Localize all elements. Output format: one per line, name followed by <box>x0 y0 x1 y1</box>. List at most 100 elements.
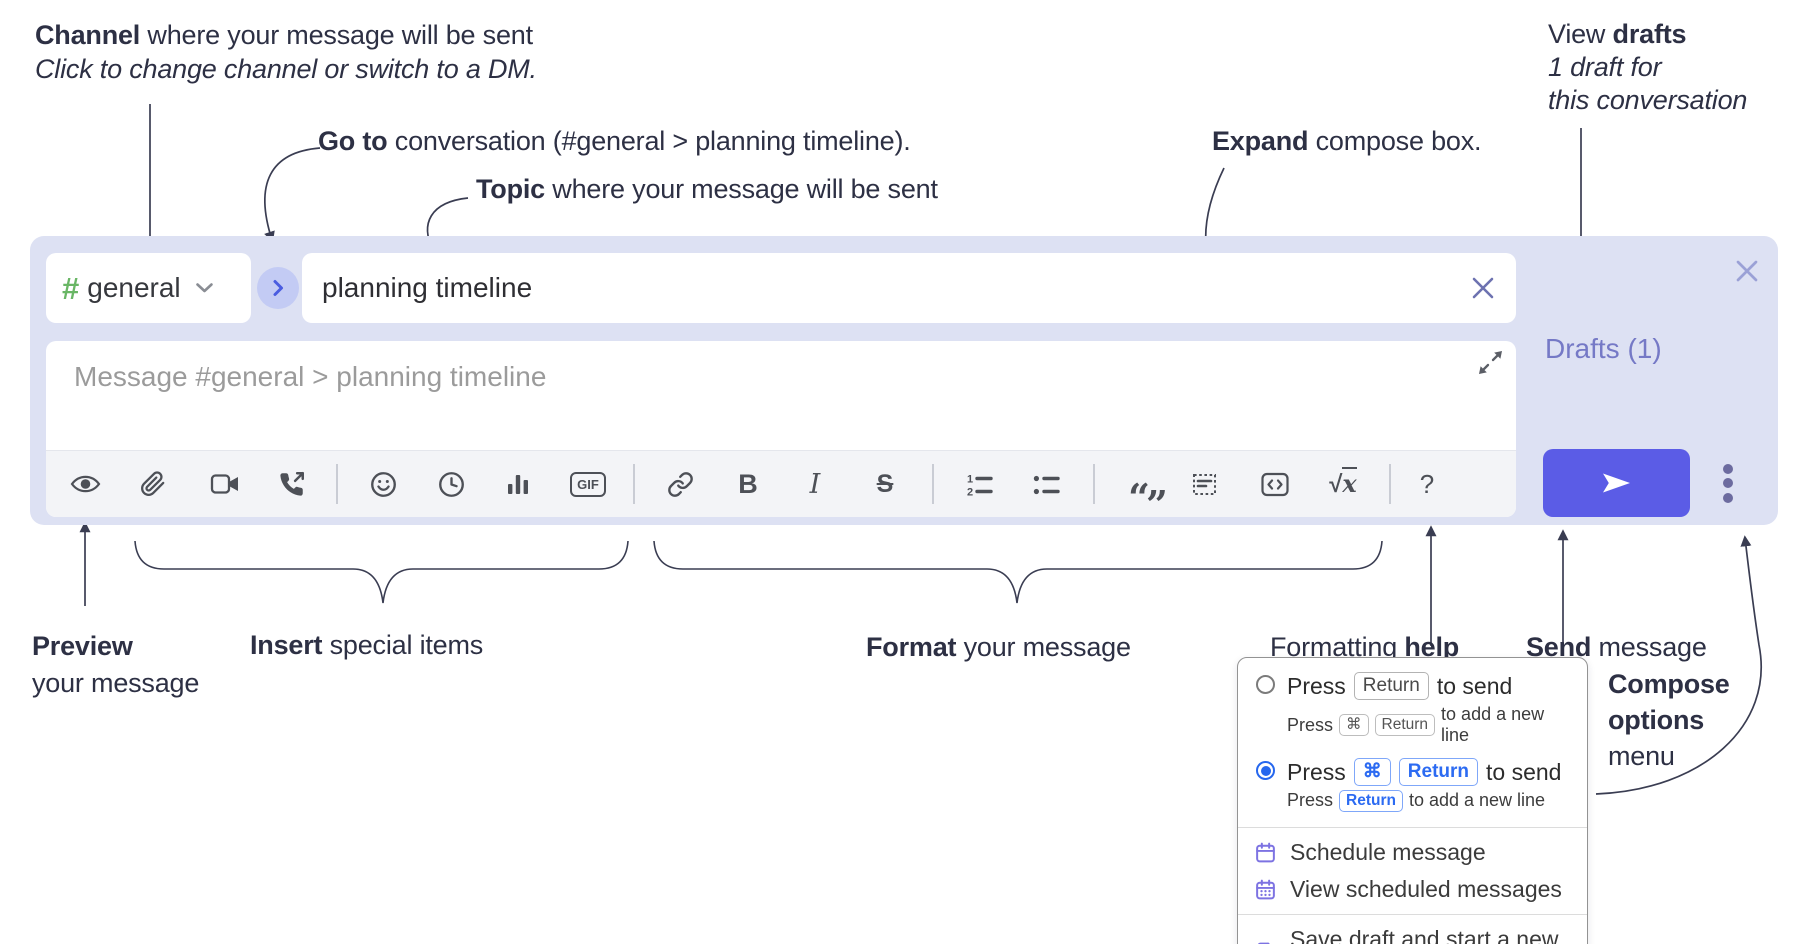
option-subtext: Press <box>1287 790 1334 811</box>
toolbar-divider <box>1093 464 1095 504</box>
eye-icon <box>70 475 100 493</box>
goto-conversation-button[interactable] <box>257 267 299 309</box>
gif-icon: GIF <box>570 471 606 497</box>
menu-divider <box>1238 826 1587 828</box>
menu-divider <box>1238 913 1587 915</box>
dot <box>1723 478 1733 488</box>
math-button[interactable]: √x <box>1323 451 1363 517</box>
expand-compose-button[interactable] <box>1477 349 1504 376</box>
option-subtext: Press <box>1287 714 1334 735</box>
bulleted-list-icon <box>1033 475 1060 494</box>
return-key: Return <box>1339 790 1403 812</box>
quote-icon: “” <box>1128 475 1168 527</box>
menu-item-label: Save draft and start a new message <box>1290 925 1559 944</box>
menu-option-enter-sends[interactable]: Press Return to send Press ⌘ Return to a… <box>1254 669 1571 755</box>
cmd-key: ⌘ <box>1339 714 1369 736</box>
svg-text:2: 2 <box>967 486 973 497</box>
emoji-button[interactable] <box>363 451 403 517</box>
calendar-icon <box>1256 842 1275 863</box>
send-button[interactable] <box>1543 449 1690 517</box>
link-button[interactable] <box>660 451 700 517</box>
toolbar-divider <box>633 464 635 504</box>
cmd-key: ⌘ <box>1353 758 1391 786</box>
radio-unselected-icon[interactable] <box>1256 675 1275 694</box>
brace-insert <box>134 540 629 604</box>
topic-input[interactable]: planning timeline <box>302 253 1516 323</box>
channel-selector[interactable]: # general <box>46 253 251 323</box>
quote-button[interactable]: “” <box>1126 451 1168 531</box>
drafts-link[interactable]: Drafts (1) <box>1545 333 1662 364</box>
menu-item-view-scheduled[interactable]: View scheduled messages <box>1254 871 1571 908</box>
close-icon <box>1736 260 1758 282</box>
menu-item-save-draft[interactable]: Save draft and start a new message <box>1254 921 1571 944</box>
message-input[interactable]: Message #general > planning timeline <box>46 341 1516 524</box>
clock-icon <box>438 471 464 497</box>
numbered-list-button[interactable]: 1 2 <box>959 451 999 517</box>
annotation-channel: Channel where your message will be sent … <box>35 20 537 84</box>
option-text: Press <box>1287 758 1346 785</box>
compose-options-button[interactable] <box>1710 458 1746 508</box>
calendar-grid-icon <box>1256 879 1275 900</box>
smiley-icon <box>370 471 396 497</box>
annotation-topic: Topic where your message will be sent <box>476 174 938 204</box>
help-button[interactable]: ? <box>1419 468 1435 499</box>
paperclip-icon <box>141 471 165 496</box>
menu-option-cmd-enter-sends[interactable]: Press ⌘ Return to send Press Return to a… <box>1254 755 1571 821</box>
bulleted-list-button[interactable] <box>1026 451 1066 517</box>
italic-button[interactable]: I <box>809 468 821 500</box>
compose-toolbar: GIF B I S 1 2 <box>46 450 1516 524</box>
annotation-format: Format your message <box>866 632 1131 662</box>
spoiler-icon <box>1192 473 1216 495</box>
toolbar-divider <box>336 464 338 504</box>
preview-button[interactable] <box>65 451 105 517</box>
annotation-insert: Insert special items <box>250 630 484 660</box>
annotation-compose-options: Compose options menu <box>1608 669 1730 771</box>
attach-file-button[interactable] <box>133 451 173 517</box>
channel-name: general <box>87 272 181 303</box>
annotation-preview: Preview your message <box>32 631 200 698</box>
video-camera-icon <box>210 474 238 494</box>
code-icon <box>1261 472 1289 496</box>
menu-item-label: Schedule message <box>1290 838 1486 865</box>
option-text: Press <box>1287 672 1346 699</box>
video-call-button[interactable] <box>205 451 245 517</box>
global-time-button[interactable] <box>431 451 471 517</box>
phone-icon <box>279 471 304 496</box>
dot <box>1723 492 1733 503</box>
expand-icon <box>1479 351 1502 374</box>
brace-format <box>653 540 1383 604</box>
spoiler-button[interactable] <box>1184 451 1224 517</box>
poll-button[interactable] <box>498 451 538 517</box>
radio-selected-icon[interactable] <box>1256 761 1275 780</box>
svg-text:1: 1 <box>967 473 973 485</box>
option-subtext: to add a new line <box>1441 704 1545 745</box>
return-key: Return <box>1374 714 1436 736</box>
gif-button[interactable]: GIF <box>568 451 608 517</box>
compose-options-menu: Press Return to send Press ⌘ Return to a… <box>1237 657 1588 944</box>
code-button[interactable] <box>1255 451 1295 517</box>
option-subtext: to add a new line <box>1408 790 1546 811</box>
dot <box>1723 463 1733 474</box>
bar-chart-icon <box>508 475 528 494</box>
menu-item-label: View scheduled messages <box>1290 875 1562 902</box>
compose-box: # general planning timeline Message #gen… <box>30 236 1778 525</box>
chevron-down-icon <box>195 282 214 294</box>
return-key: Return <box>1398 758 1479 786</box>
toolbar-divider <box>932 464 934 504</box>
voice-call-button[interactable] <box>271 451 311 517</box>
numbered-list-icon: 1 2 <box>967 473 993 497</box>
topic-value: planning timeline <box>322 272 533 303</box>
hash-icon: # <box>62 270 80 306</box>
toolbar-divider <box>1389 464 1391 504</box>
clear-topic-button[interactable] <box>1470 275 1496 301</box>
option-text: to send <box>1486 758 1562 785</box>
return-key: Return <box>1353 672 1429 700</box>
bold-button[interactable]: B <box>738 468 758 499</box>
curve-goto <box>264 147 321 243</box>
strikethrough-button[interactable]: S <box>876 469 894 498</box>
chevron-right-icon <box>272 279 284 297</box>
menu-item-schedule-message[interactable]: Schedule message <box>1254 834 1571 871</box>
close-icon <box>1472 277 1494 299</box>
math-icon: √x <box>1329 467 1357 498</box>
close-compose-button[interactable] <box>1732 256 1762 286</box>
